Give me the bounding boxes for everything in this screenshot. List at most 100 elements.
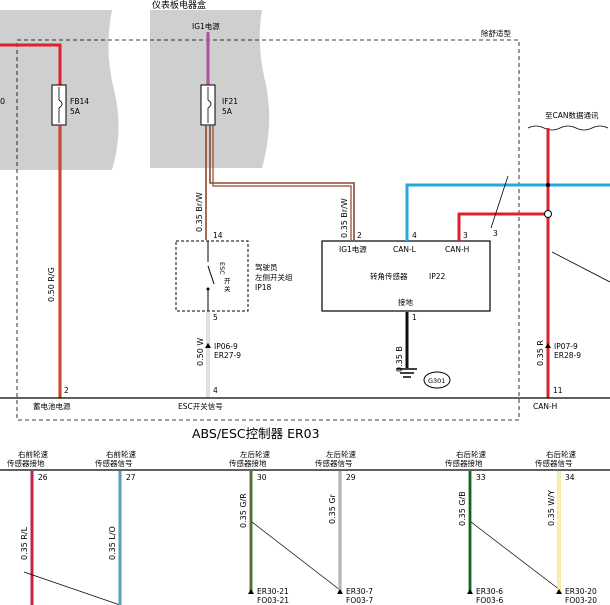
wire-brw-label-b: 0.35 Br/W [340, 198, 349, 238]
connector-er30-7: ER30-7 [346, 587, 373, 596]
fuse-if21 [200, 84, 216, 126]
sensor-header-lr-sig-1: 左后轮速 [326, 449, 356, 459]
ground-point-badge [423, 371, 451, 389]
wire-r-label: 0.35 R [536, 340, 545, 366]
comfort-type-label: 除舒适型 [481, 28, 511, 38]
panel-box-label: 仪表板电器盒 [152, 0, 206, 11]
sensor-ground-label: 接地 [398, 297, 413, 307]
wire-brw-label-a: 0.35 Br/W [195, 192, 204, 232]
sensor-header-rf-gnd-1: 右前轮速 [18, 449, 48, 459]
sensor-pin-ig1: 2 [357, 231, 362, 240]
can-h-number: 3 [493, 229, 498, 238]
pin-can-h: 11 [553, 386, 563, 395]
can-section-edge [527, 125, 609, 131]
label-esc-signal: ESC开关信号 [178, 401, 223, 411]
can-h-junction [544, 210, 552, 218]
switch-pin-top: 14 [213, 231, 223, 240]
left-partial-text: 0 [0, 97, 5, 106]
connector-arrow-er30-21 [248, 589, 254, 594]
sensor-pin-29: 29 [346, 473, 356, 482]
sensor-pin-canl: 4 [412, 231, 417, 240]
connector-arrow-ip07 [545, 343, 551, 348]
sensor-header-rf-sig-2: 传感器信号 [95, 458, 133, 468]
wire-can-h-sensor [457, 212, 548, 241]
sensor-pin-33: 33 [476, 473, 486, 482]
wire-gb-label: 0.35 G/B [458, 491, 467, 526]
switch-pin-bottom: 5 [213, 313, 218, 322]
switch-label-line1: 驾驶员 [255, 262, 278, 272]
wire-rl-label: 0.35 R/L [20, 526, 29, 560]
connector-fo03-21: FO03-21 [257, 596, 289, 605]
can-bus-note: 至CAN数据通讯 [545, 110, 599, 120]
sensor-header-rr-gnd-2: 传感器接地 [445, 458, 483, 468]
fuse-if21-element [207, 87, 212, 123]
connector-arrow-er30-6 [467, 589, 473, 594]
esc-switch-module [175, 240, 249, 312]
fuse-fb14-element [58, 87, 63, 123]
sensor-header-lr-gnd-1: 左后轮速 [240, 449, 270, 459]
esc-switch-pivot [206, 287, 210, 291]
connector-arrow-ip06 [205, 343, 211, 348]
connector-er30-20: ER30-20 [565, 587, 597, 596]
fuse-fb14-rating: 5A [70, 107, 81, 116]
sensor-pin-26: 26 [38, 473, 48, 482]
fuse-if21-rating: 5A [222, 107, 233, 116]
sensor-header-rf-gnd-2: 传感器接地 [7, 458, 45, 468]
can-h-label-leader [490, 175, 509, 229]
sensor-canl-label: CAN-L [393, 245, 417, 254]
wire-brw-switch-2 [209, 125, 355, 240]
connector-er30-6: ER30-6 [476, 587, 503, 596]
sensor-header-rr-gnd-1: 右后轮速 [456, 449, 486, 459]
wire-gr-label: 0.35 G/R [239, 493, 248, 528]
can-h-junction-upper [546, 183, 550, 187]
connector-er30-21: ER30-21 [257, 587, 289, 596]
wire-wy-label: 0.35 W/Y [547, 490, 556, 526]
sensor-pin-canh: 3 [463, 231, 468, 240]
sensor-ig1-label: IG1电源 [339, 244, 367, 254]
wire-gray-label: 0.35 Gr [328, 493, 337, 524]
controller-title: ABS/ESC控制器 ER03 [192, 426, 320, 441]
leader-gb [470, 521, 561, 591]
ground-symbol [397, 368, 417, 378]
ig1-source-label: IG1电源 [192, 21, 220, 31]
wire-brw-sensor [212, 125, 352, 240]
sensor-connector: IP22 [429, 272, 446, 281]
connector-er27: ER27-9 [214, 351, 241, 360]
esc-label-line2: 开 [224, 277, 231, 285]
sensor-header-lr-sig-2: 传感器信号 [315, 458, 353, 468]
switch-label-line2: 左侧开关组 [255, 272, 293, 282]
esc-label-line1: ESC [218, 262, 226, 275]
esc-label-line3: 关 [224, 284, 231, 293]
leader-gr [251, 521, 341, 591]
connector-ip06: IP06-9 [214, 342, 238, 351]
steering-angle-sensor [321, 240, 491, 312]
connector-fo03-20: FO03-20 [565, 596, 597, 605]
pin-esc-signal: 4 [213, 386, 218, 395]
esc-switch-contact [207, 241, 215, 311]
wire-w-label: 0.50 W [196, 338, 205, 366]
fuse-if21-id: IF21 [222, 97, 238, 106]
sensor-pin-27: 27 [126, 473, 136, 482]
sensor-pin-30: 30 [257, 473, 267, 482]
sensor-headers: 右前轮速 传感器接地 右前轮速 传感器信号 左后轮速 传感器接地 左后轮速 传感… [7, 449, 576, 468]
ground-point-label: G301 [428, 377, 445, 385]
wire-can-l [405, 183, 610, 241]
leader-rl [23, 571, 121, 605]
pin-battery: 2 [64, 386, 69, 395]
connector-er28: ER28-9 [554, 351, 581, 360]
sensor-canh-label: CAN-H [445, 245, 469, 254]
sensor-header-lr-gnd-2: 传感器接地 [229, 458, 267, 468]
can-leader-line [551, 251, 610, 283]
sensor-pin-34: 34 [565, 473, 575, 482]
wire-lo-label: 0.35 L/O [108, 526, 117, 560]
connector-arrow-er30-7 [337, 589, 343, 594]
label-battery-power: 蓄电池电源 [33, 401, 71, 411]
sensor-header-rr-sig-2: 传感器信号 [535, 458, 573, 468]
connector-fo03-6: FO03-6 [476, 596, 503, 605]
fuse-fb14-id: FB14 [70, 97, 89, 106]
sensor-pin-gnd: 1 [412, 313, 417, 322]
red-wire-fb14 [0, 43, 62, 90]
wire-b-label: 0.35 B [395, 346, 404, 372]
